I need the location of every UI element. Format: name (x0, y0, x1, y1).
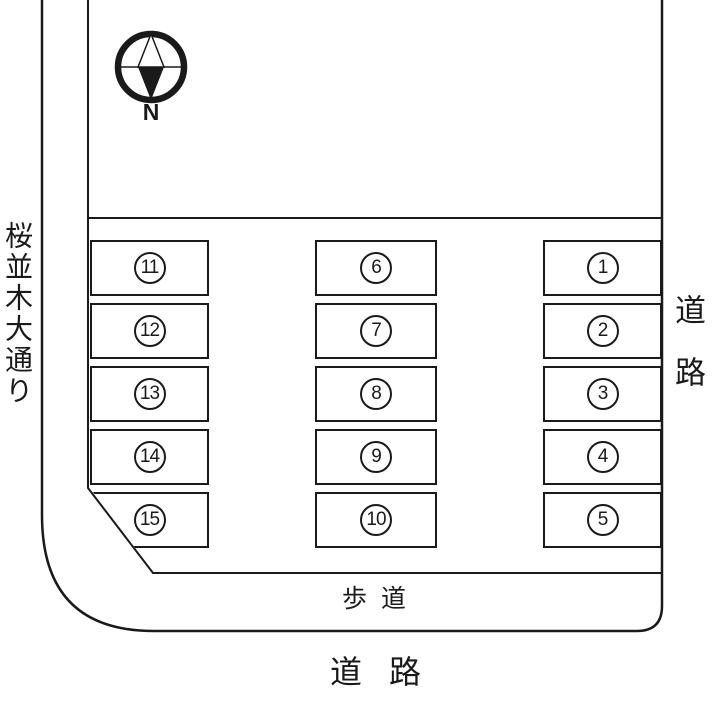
site-boundary-path (87, 0, 662, 574)
compass-north-label: N (142, 99, 160, 125)
parking-space-1: 1 (543, 240, 662, 296)
parking-space-2: 2 (543, 303, 662, 359)
bottom-street-label: 道路 (330, 654, 449, 690)
space-8-number: 8 (360, 378, 392, 410)
space-3-number: 3 (586, 378, 619, 410)
parking-space-14: 14 (90, 429, 209, 485)
parking-space-12: 12 (90, 303, 209, 359)
space-2-number: 2 (586, 315, 619, 347)
parking-space-11: 11 (90, 240, 209, 296)
parking-space-5: 5 (543, 492, 662, 548)
north-arrow-upper-half (136, 31, 166, 68)
space-6-number: 6 (360, 252, 392, 284)
space-1-number: 1 (586, 252, 619, 284)
parking-space-8: 8 (315, 366, 437, 422)
space-11-number: 11 (133, 252, 166, 284)
space-7-number: 7 (360, 315, 392, 347)
space-14-number: 14 (133, 441, 166, 473)
parking-space-4: 4 (543, 429, 662, 485)
space-10-number: 10 (360, 504, 392, 536)
sidewalk-label: 歩道 (342, 585, 421, 613)
parking-space-13: 13 (90, 366, 209, 422)
parking-space-9: 9 (315, 429, 437, 485)
parking-space-6: 6 (315, 240, 437, 296)
space-15-number: 15 (133, 504, 166, 536)
space-13-number: 13 (133, 378, 166, 410)
space-5-number: 5 (586, 504, 619, 536)
parking-space-7: 7 (315, 303, 437, 359)
north-arrow-lower-half (138, 67, 164, 100)
compass-icon (114, 30, 188, 104)
space-9-number: 9 (360, 441, 392, 473)
parking-space-10: 10 (315, 492, 437, 548)
space-12-number: 12 (133, 315, 166, 347)
parking-space-3: 3 (543, 366, 662, 422)
left-street-label: 桜並木大通り (2, 221, 33, 407)
road-curb-path (40, 0, 664, 633)
right-street-label: 道路 (670, 294, 705, 418)
space-4-number: 4 (586, 441, 619, 473)
